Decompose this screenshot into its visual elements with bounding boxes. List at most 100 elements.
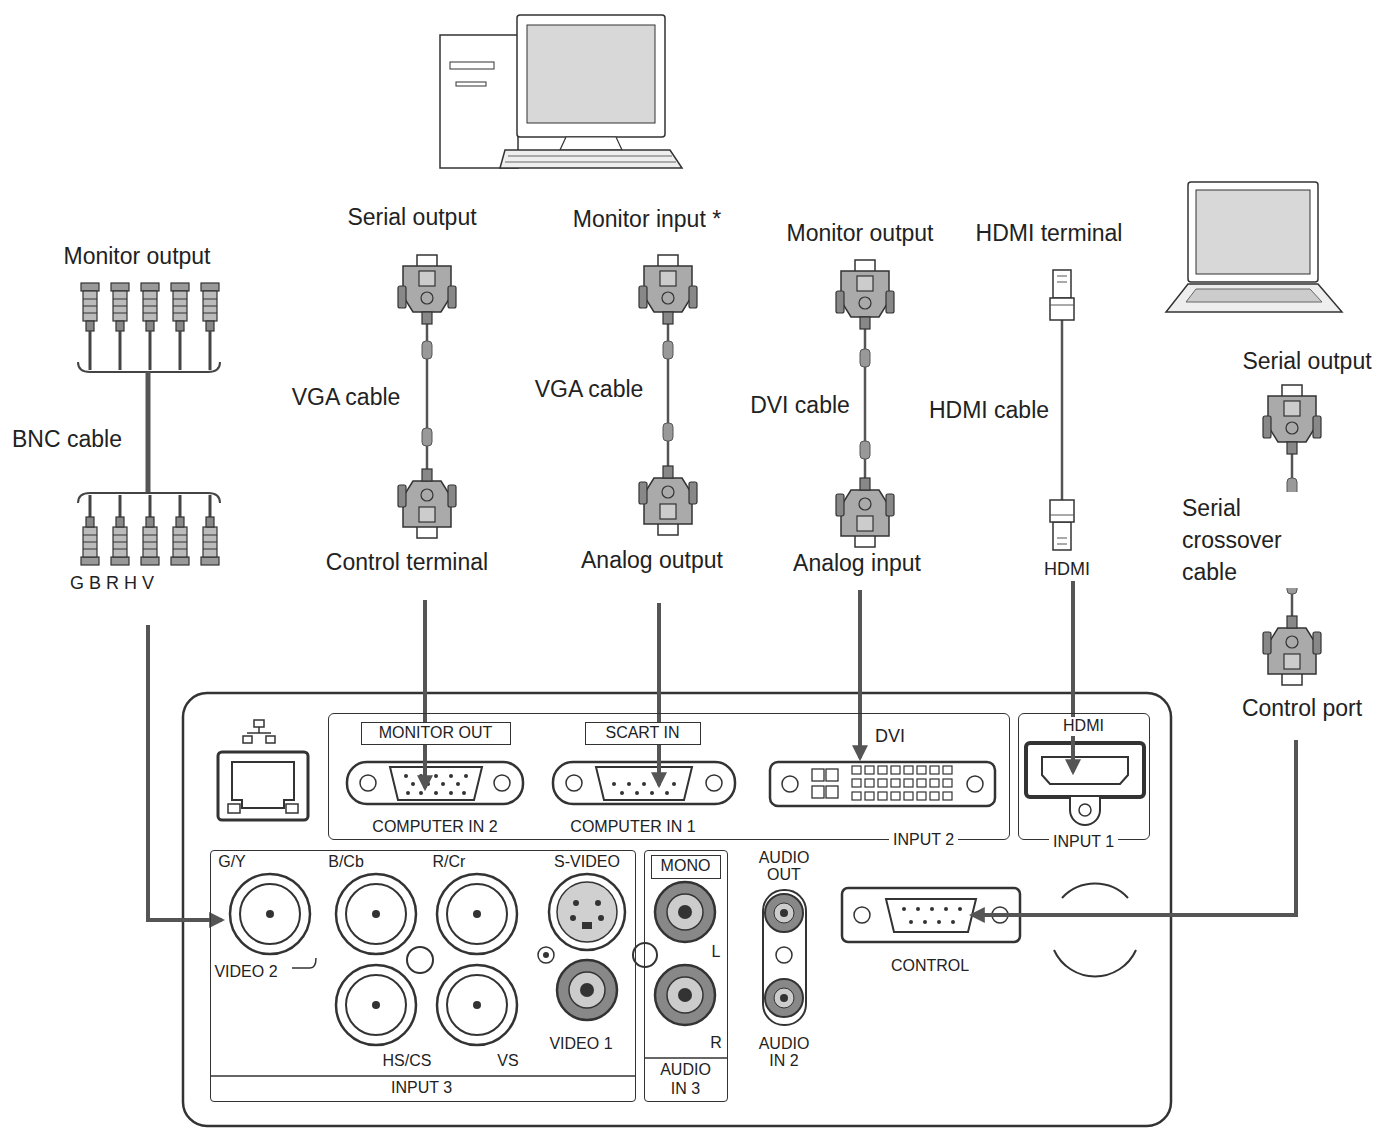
device-port-label: Monitor output <box>784 220 935 248</box>
desktop-computer <box>500 150 682 168</box>
panel-divider <box>210 1058 728 1076</box>
control-port <box>916 907 920 911</box>
audio-out-jacks <box>780 909 788 917</box>
bnc-cable <box>209 495 212 517</box>
bnc-port <box>346 975 406 1035</box>
cable-label: Serial crossover cable <box>1180 492 1306 589</box>
vga-port <box>464 774 468 778</box>
bnc-port <box>230 874 517 1045</box>
group-label: HDMI <box>1059 717 1108 735</box>
s-video-port <box>598 915 604 921</box>
device-port-label: Serial output <box>345 204 478 232</box>
laptop-computer <box>1166 284 1342 312</box>
vga-port <box>635 791 639 795</box>
vga-port <box>404 774 468 795</box>
vga-cable <box>398 469 456 538</box>
vga-port <box>596 767 692 800</box>
device-port-label: HDMI <box>1042 559 1092 581</box>
hdmi-cable <box>1050 270 1074 320</box>
dvi-port <box>782 776 798 792</box>
control-port <box>944 907 948 911</box>
bnc-port <box>372 910 380 918</box>
panel-opening <box>1054 950 1136 976</box>
bnc-cable <box>146 372 151 493</box>
laptop-computer <box>1186 289 1322 302</box>
s-video-port <box>570 915 576 921</box>
bnc-cable <box>111 283 129 331</box>
bnc-port <box>437 874 517 954</box>
hdmi-cable <box>1061 320 1064 500</box>
vga-port <box>627 782 631 786</box>
lan-port <box>228 804 240 813</box>
device-port-label: Monitor output <box>61 243 212 271</box>
vga-port <box>406 791 410 795</box>
dvi-port <box>878 792 887 800</box>
dvi-cable <box>836 260 894 329</box>
vga-port <box>612 782 676 795</box>
desktop-computer <box>456 82 486 86</box>
dvi-port <box>917 766 926 774</box>
lan-port <box>254 720 264 727</box>
vga-port <box>553 762 735 804</box>
group-label: AUDIO IN 3 <box>652 1061 720 1098</box>
vga-port <box>665 791 669 795</box>
connection-arrow <box>657 603 661 785</box>
device-port-label: Serial output <box>1240 348 1373 376</box>
group-label: INPUT 3 <box>387 1079 456 1097</box>
s-video-port <box>582 922 592 929</box>
device-port-label: Control port <box>1240 695 1364 723</box>
lan-port <box>218 752 308 820</box>
lan-port <box>218 720 308 820</box>
vga-port <box>494 775 510 791</box>
s-video-port <box>557 882 617 942</box>
panel-opening <box>1054 884 1136 977</box>
bnc-cable <box>119 495 122 517</box>
vga-cable <box>398 255 456 324</box>
vga-port <box>706 775 722 791</box>
rca-jack <box>580 983 594 997</box>
bnc-cable <box>81 517 99 565</box>
bnc-cable <box>179 331 182 370</box>
vga-port <box>411 782 415 786</box>
bnc-cable <box>179 495 182 517</box>
port-label: COMPUTER IN 1 <box>568 817 697 836</box>
port-tag: MONITOR OUT <box>361 722 511 745</box>
vga-cable <box>663 423 673 441</box>
dvi-port <box>865 766 874 774</box>
audio-out-jacks <box>776 947 792 963</box>
bnc-cable <box>141 283 159 331</box>
control-port <box>902 907 906 911</box>
laptop-computer <box>1188 182 1318 282</box>
bnc-port <box>266 910 274 918</box>
hdmi-port <box>1079 804 1091 816</box>
port-label: L <box>710 942 723 961</box>
dvi-port <box>812 769 824 781</box>
dvi-port <box>812 786 824 798</box>
audio-out-jacks <box>763 890 806 1025</box>
vga-port <box>566 775 582 791</box>
bnc-port <box>437 965 517 1045</box>
lan-port <box>247 732 271 734</box>
input-group: HDMIINPUT 1 <box>1018 713 1150 840</box>
dvi-cable <box>860 349 870 367</box>
bnc-cable <box>201 283 219 331</box>
serial-crossover-cable <box>1263 616 1321 685</box>
lan-port <box>266 736 275 743</box>
port-label: R <box>708 1033 724 1052</box>
dvi-port <box>878 766 887 774</box>
audio-out-jacks <box>765 894 803 932</box>
port-label: R/Cr <box>431 852 468 871</box>
dvi-port <box>904 766 913 774</box>
vga-cable <box>639 255 697 324</box>
dvi-port <box>930 766 939 774</box>
rca-jack <box>569 972 605 1008</box>
hdmi-port <box>1070 797 1100 825</box>
dvi-port <box>770 762 995 806</box>
vga-port <box>449 774 453 778</box>
vga-cable <box>422 341 432 359</box>
dvi-port <box>904 779 913 787</box>
port-label: AUDIO OUT <box>747 850 821 884</box>
hdmi-cable <box>1050 500 1074 550</box>
rca-jack <box>655 882 715 942</box>
control-port <box>930 907 934 911</box>
